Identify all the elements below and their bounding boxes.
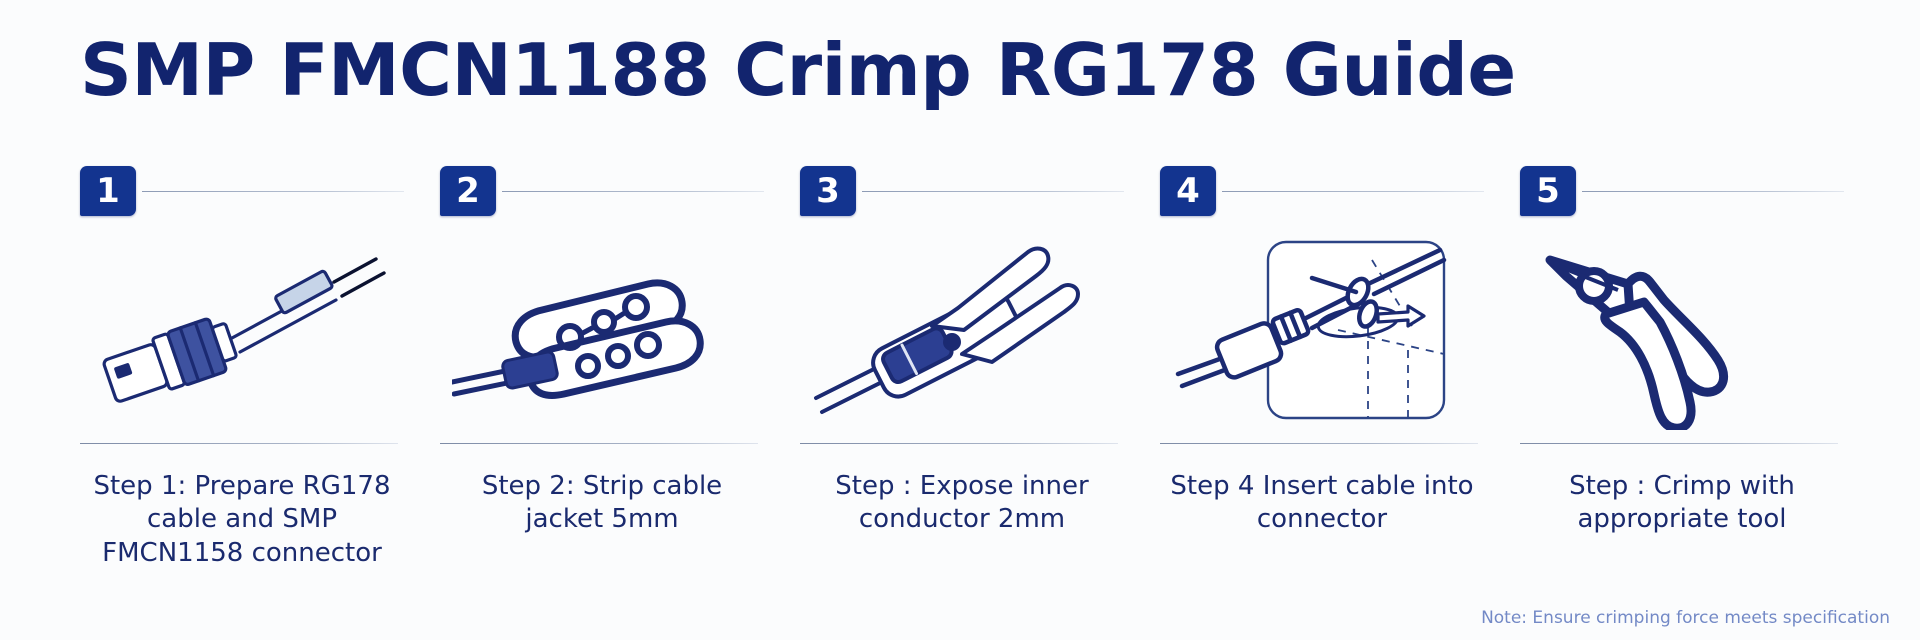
step-column-4: 4 xyxy=(1160,165,1520,625)
step-caption-1: Step 1: Prepare RG178 cable and SMP FMCN… xyxy=(93,471,391,568)
step-caption-3: Step : Expose inner conductor 2mm xyxy=(835,471,1089,535)
step-2-badge-row: 2 xyxy=(440,165,764,217)
step-3-divider xyxy=(800,443,1118,444)
step-4-illustration xyxy=(1160,225,1484,435)
pliers-gripping-cable-icon xyxy=(814,246,1080,414)
badge-connector-line-1 xyxy=(142,190,404,192)
footer-note: Note: Ensure crimping force meets specif… xyxy=(1481,608,1890,628)
step-number-badge-4: 4 xyxy=(1160,166,1216,216)
step-4-badge-row: 4 xyxy=(1160,165,1484,217)
step-5-badge-row: 5 xyxy=(1520,165,1844,217)
step-1-illustration xyxy=(80,225,404,435)
badge-connector-line-5 xyxy=(1582,190,1844,192)
step-caption-4: Step 4 Insert cable into connector xyxy=(1170,471,1474,535)
step-3-illustration xyxy=(800,225,1124,435)
step-number-badge-1: 1 xyxy=(80,166,136,216)
step-number-badge-5: 5 xyxy=(1520,166,1576,216)
cable-insertion-detail-icon xyxy=(1175,240,1447,420)
step-3-badge-row: 3 xyxy=(800,165,1124,217)
step-caption-5: Step : Crimp with appropriate tool xyxy=(1569,471,1795,535)
wire-stripper-tool-icon xyxy=(452,279,704,399)
step-number-badge-2: 2 xyxy=(440,166,496,216)
badge-connector-line-3 xyxy=(862,190,1124,192)
steps-row: 1 xyxy=(80,165,1880,625)
step-column-3: 3 xyxy=(800,165,1160,625)
step-column-1: 1 xyxy=(80,165,440,625)
page-title: SMP FMCN1188 Crimp RG178 Guide xyxy=(80,28,1516,112)
step-5-divider xyxy=(1520,443,1838,444)
step-1-badge-row: 1 xyxy=(80,165,404,217)
step-number-badge-3: 3 xyxy=(800,166,856,216)
step-1-divider xyxy=(80,443,398,444)
step-2-divider xyxy=(440,443,758,444)
badge-connector-line-4 xyxy=(1222,190,1484,192)
coax-connector-with-cable-icon xyxy=(102,257,386,403)
badge-connector-line-2 xyxy=(502,190,764,192)
step-caption-2: Step 2: Strip cable jacket 5mm xyxy=(481,471,723,535)
step-column-5: 5 xyxy=(1520,165,1880,625)
step-5-illustration xyxy=(1520,225,1844,435)
crimping-pliers-icon xyxy=(1545,255,1729,430)
step-4-divider xyxy=(1160,443,1478,444)
step-column-2: 2 xyxy=(440,165,800,625)
insert-direction-arrow xyxy=(1376,304,1426,328)
step-2-illustration xyxy=(440,225,764,435)
